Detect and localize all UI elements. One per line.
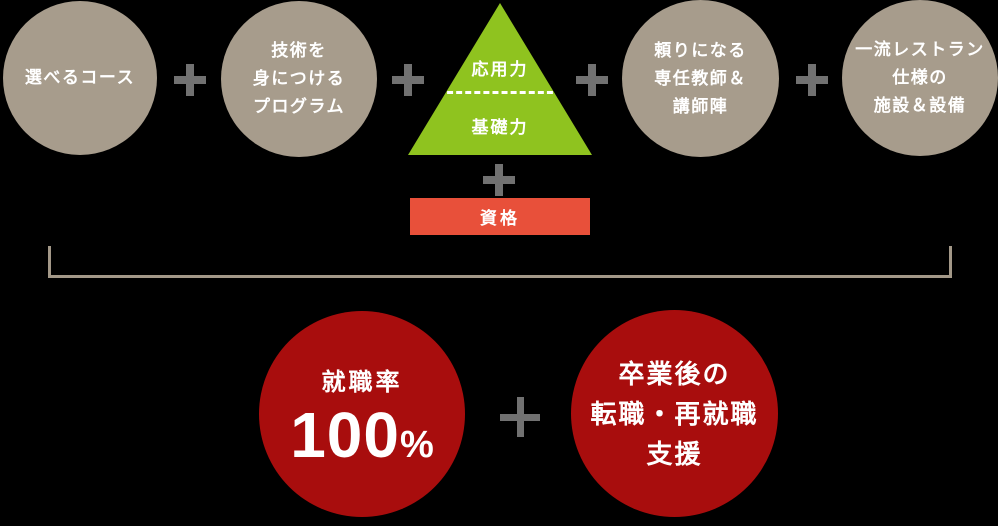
pyramid-dashed-divider [438, 91, 562, 94]
gather-bracket [48, 246, 952, 278]
employment-rate-heading: 就職率 [321, 368, 403, 396]
employment-rate-number: 100 [290, 398, 400, 471]
employment-rate-circle: 就職率 100% [259, 311, 465, 517]
plus-icon [392, 64, 424, 96]
career-support-circle: 卒業後の 転職・再就職 支援 [571, 310, 778, 517]
pyramid-basic-skills-label: 基礎力 [471, 118, 529, 137]
feature-circle-facilities: 一流レストラン 仕様の 施設＆設備 [842, 0, 998, 156]
plus-icon [174, 64, 206, 96]
feature-label-program: 技術を 身につける プログラム [252, 41, 346, 116]
career-support-label: 卒業後の 転職・再就職 支援 [590, 358, 759, 469]
skills-pyramid: 応用力 基礎力 [408, 3, 592, 155]
qualification-label: 資格 [480, 209, 520, 228]
feature-label-facilities: 一流レストラン 仕様の 施設＆設備 [855, 40, 985, 115]
plus-icon [796, 64, 828, 96]
feature-circle-courses: 選べるコース [3, 1, 157, 155]
feature-circle-program: 技術を 身につける プログラム [221, 1, 377, 157]
qualification-box: 資格 [410, 198, 590, 235]
plus-icon [483, 164, 515, 196]
feature-circle-teachers: 頼りになる 専任教師＆ 講師陣 [622, 0, 779, 157]
plus-icon [576, 64, 608, 96]
employment-rate-value: 100% [290, 403, 434, 467]
feature-label-courses: 選べるコース [24, 68, 136, 87]
pyramid-applied-skills-label: 応用力 [471, 60, 529, 79]
plus-icon [500, 397, 540, 437]
employment-rate-unit: % [399, 423, 434, 466]
feature-label-teachers: 頼りになる 専任教師＆ 講師陣 [654, 40, 747, 116]
